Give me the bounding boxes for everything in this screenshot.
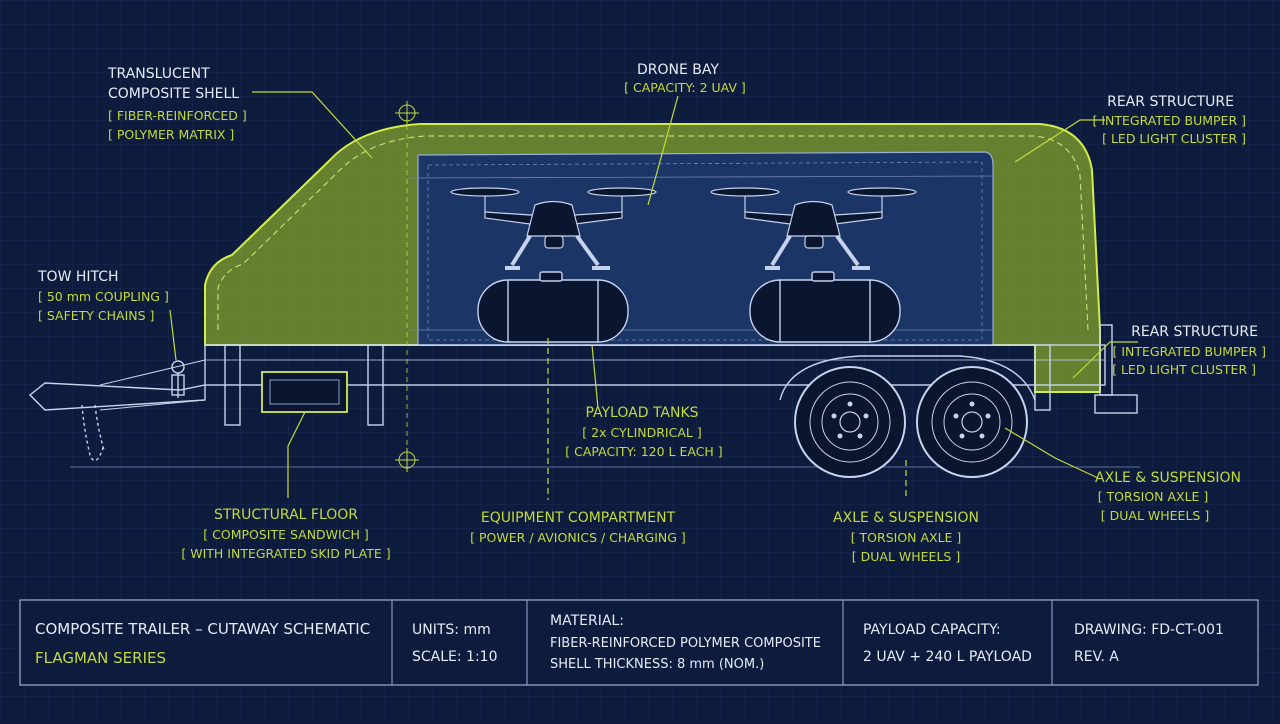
callout-detail: [ LED LIGHT CLUSTER ] bbox=[1112, 362, 1256, 377]
callout-detail: [ CAPACITY: 2 UAV ] bbox=[624, 80, 746, 95]
callout-detail: [ INTEGRATED BUMPER ] bbox=[1093, 113, 1246, 128]
callout-rear-structure-top: REAR STRUCTURE [ INTEGRATED BUMPER ] [ L… bbox=[1093, 94, 1246, 146]
callout-rear-structure-mid: REAR STRUCTURE [ INTEGRATED BUMPER ] [ L… bbox=[1112, 324, 1266, 377]
callout-detail: [ WITH INTEGRATED SKID PLATE ] bbox=[181, 546, 390, 561]
callout-drone-bay: DRONE BAY [ CAPACITY: 2 UAV ] bbox=[624, 62, 746, 95]
crosshair-bottom bbox=[395, 448, 419, 472]
payload-tank-1 bbox=[477, 271, 629, 343]
wheel-fender bbox=[779, 355, 1036, 401]
callout-axle-center: AXLE & SUSPENSION [ TORSION AXLE ] [ DUA… bbox=[833, 510, 979, 564]
revision-field: REV. A bbox=[1074, 649, 1119, 665]
uav-drone-2 bbox=[710, 187, 917, 270]
callout-detail: [ POLYMER MATRIX ] bbox=[108, 127, 234, 142]
series-name: FLAGMAN SERIES bbox=[35, 649, 166, 667]
callout-title: EQUIPMENT COMPARTMENT bbox=[481, 510, 676, 526]
uav-drone-1 bbox=[450, 187, 657, 270]
equipment-box bbox=[261, 371, 348, 413]
wheel-front bbox=[794, 366, 906, 478]
tow-hitch bbox=[81, 360, 185, 462]
callout-detail: [ 50 mm COUPLING ] bbox=[38, 289, 169, 304]
callout-title: TRANSLUCENT bbox=[107, 66, 210, 82]
callout-title: AXLE & SUSPENSION bbox=[1095, 470, 1241, 486]
callout-title: REAR STRUCTURE bbox=[1131, 324, 1258, 340]
callout-detail: [ INTEGRATED BUMPER ] bbox=[1113, 344, 1266, 359]
callout-detail: [ DUAL WHEELS ] bbox=[852, 549, 960, 564]
payload-tank-2 bbox=[749, 271, 901, 343]
callout-detail: [ DUAL WHEELS ] bbox=[1101, 508, 1209, 523]
callout-payload-tanks: PAYLOAD TANKS [ 2x CYLINDRICAL ] [ CAPAC… bbox=[565, 405, 722, 459]
callout-shell: TRANSLUCENT COMPOSITE SHELL [ FIBER-REIN… bbox=[107, 66, 247, 142]
callout-axle-right: AXLE & SUSPENSION [ TORSION AXLE ] [ DUA… bbox=[1095, 470, 1241, 523]
material-label: MATERIAL: bbox=[550, 613, 624, 629]
callout-title: COMPOSITE SHELL bbox=[108, 86, 239, 102]
callout-title: DRONE BAY bbox=[637, 62, 719, 78]
scale-field: SCALE: 1:10 bbox=[412, 649, 498, 665]
callout-detail: [ TORSION AXLE ] bbox=[1098, 489, 1209, 504]
callout-equipment-compartment: EQUIPMENT COMPARTMENT [ POWER / AVIONICS… bbox=[470, 510, 686, 545]
callout-detail: [ SAFETY CHAINS ] bbox=[38, 308, 154, 323]
callout-title: AXLE & SUSPENSION bbox=[833, 510, 979, 526]
callout-title: STRUCTURAL FLOOR bbox=[214, 507, 358, 523]
material-value: FIBER-REINFORCED POLYMER COMPOSITE bbox=[550, 636, 821, 651]
leader-lines bbox=[169, 91, 1138, 500]
units-field: UNITS: mm bbox=[412, 622, 491, 638]
wheel-rear bbox=[916, 366, 1028, 478]
trailer-chassis bbox=[28, 324, 1138, 426]
crosshair-top bbox=[395, 101, 419, 125]
callout-detail: [ POWER / AVIONICS / CHARGING ] bbox=[470, 530, 686, 545]
drawing-number: DRAWING: FD-CT-001 bbox=[1074, 622, 1224, 638]
callout-detail: [ TORSION AXLE ] bbox=[851, 530, 962, 545]
callout-tow-hitch: TOW HITCH [ 50 mm COUPLING ] [ SAFETY CH… bbox=[37, 269, 169, 323]
callout-structural-floor: STRUCTURAL FLOOR [ COMPOSITE SANDWICH ] … bbox=[181, 507, 390, 561]
callout-detail: [ 2x CYLINDRICAL ] bbox=[582, 425, 701, 440]
callout-detail: [ CAPACITY: 120 L EACH ] bbox=[565, 444, 722, 459]
callout-detail: [ COMPOSITE SANDWICH ] bbox=[203, 527, 368, 542]
callout-detail: [ LED LIGHT CLUSTER ] bbox=[1102, 131, 1246, 146]
drawing-title: COMPOSITE TRAILER – CUTAWAY SCHEMATIC bbox=[35, 620, 370, 638]
shell-thickness: SHELL THICKNESS: 8 mm (NOM.) bbox=[550, 657, 764, 672]
callout-title: PAYLOAD TANKS bbox=[585, 405, 698, 421]
callout-title: REAR STRUCTURE bbox=[1107, 94, 1234, 110]
callout-title: TOW HITCH bbox=[37, 269, 119, 285]
payload-label: PAYLOAD CAPACITY: bbox=[863, 622, 1001, 638]
callout-detail: [ FIBER-REINFORCED ] bbox=[108, 108, 247, 123]
payload-value: 2 UAV + 240 L PAYLOAD bbox=[863, 649, 1032, 665]
title-block: COMPOSITE TRAILER – CUTAWAY SCHEMATIC FL… bbox=[19, 599, 1259, 686]
